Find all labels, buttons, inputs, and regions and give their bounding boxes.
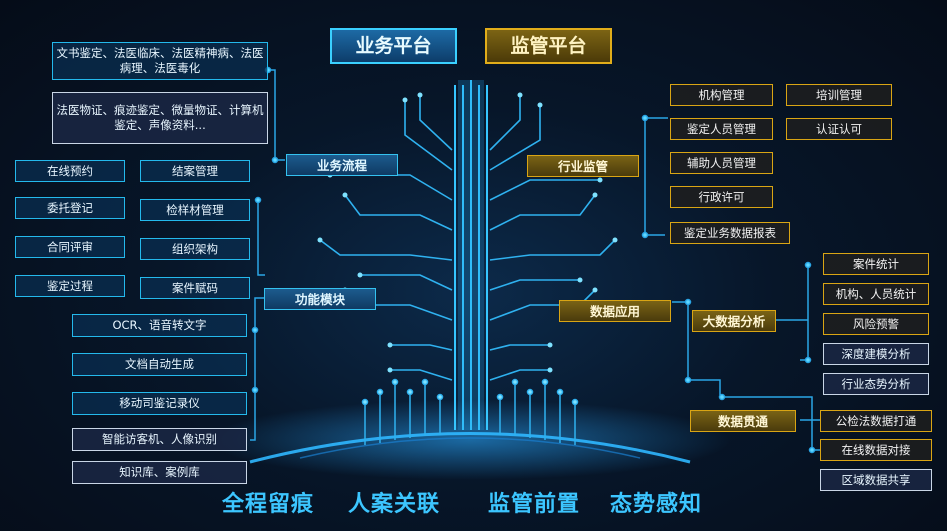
supervision-platform-title: 监管平台	[485, 28, 612, 64]
tree-branches-left	[319, 95, 453, 381]
right-box-industry-side-1: 认证认可	[786, 118, 892, 140]
left-box-func-cyan-0: OCR、语音转文字	[72, 314, 247, 337]
left-box-grid-2: 委托登记	[15, 197, 125, 219]
data-integration-header: 数据贯通	[690, 410, 796, 432]
left-box-grid-0: 在线预约	[15, 160, 125, 182]
big-data-analysis-header: 大数据分析	[692, 310, 776, 332]
right-connectors	[641, 114, 820, 454]
left-box-top-boxes-1: 法医物证、痕迹鉴定、微量物证、计算机鉴定、声像资料...	[52, 92, 268, 144]
slogan-full-trace: 全程留痕	[222, 492, 315, 517]
slogan-case-link: 人案关联	[348, 492, 441, 517]
left-connectors	[250, 66, 285, 441]
slogan-situation-awareness: 态势感知	[610, 492, 703, 517]
left-box-grid-7: 案件赋码	[140, 277, 250, 299]
trunk-core	[458, 80, 484, 430]
left-box-func-cyan-1: 文档自动生成	[72, 353, 247, 376]
industry-supervision-header: 行业监管	[527, 155, 639, 177]
left-box-func-white-1: 知识库、案例库	[72, 461, 247, 484]
left-box-grid-3: 检样材管理	[140, 199, 250, 221]
left-box-top-boxes-0: 文书鉴定、法医临床、法医精神病、法医病理、法医毒化	[52, 42, 268, 80]
business-process-header: 业务流程	[286, 154, 398, 176]
tree-glow	[210, 400, 730, 480]
function-module-header: 功能模块	[264, 288, 376, 310]
left-box-func-white-0: 智能访客机、人像识别	[72, 428, 247, 451]
tree-trunk	[454, 80, 488, 430]
business-platform-title: 业务平台	[330, 28, 457, 64]
left-box-grid-6: 鉴定过程	[15, 275, 125, 297]
right-box-analysis-1: 机构、人员统计	[823, 283, 929, 305]
right-box-industry-side-0: 培训管理	[786, 84, 892, 106]
left-box-grid-4: 合同评审	[15, 236, 125, 258]
left-box-grid-5: 组织架构	[140, 238, 250, 260]
right-box-analysis-2: 风险预警	[823, 313, 929, 335]
slogan-supervision-ahead: 监管前置	[488, 492, 581, 517]
right-box-industry-1: 鉴定人员管理	[670, 118, 773, 140]
right-box-integration-1: 在线数据对接	[820, 439, 932, 461]
left-box-func-cyan-2: 移动司鉴记录仪	[72, 392, 247, 415]
ground-arc-inner	[299, 437, 641, 459]
right-box-industry-2: 辅助人员管理	[670, 152, 773, 174]
tree-branches-right	[489, 95, 616, 381]
root-pins	[361, 378, 579, 445]
right-box-analysis-4: 行业态势分析	[823, 373, 929, 395]
right-box-integration-0: 公检法数据打通	[820, 410, 932, 432]
right-box-integration-2: 区域数据共享	[820, 469, 932, 491]
left-box-grid-1: 结案管理	[140, 160, 250, 182]
right-box-industry-4: 鉴定业务数据报表	[670, 222, 790, 244]
right-box-analysis-3: 深度建模分析	[823, 343, 929, 365]
right-box-analysis-0: 案件统计	[823, 253, 929, 275]
ground-arc	[249, 432, 691, 464]
right-box-industry-3: 行政许可	[670, 186, 773, 208]
right-box-industry-0: 机构管理	[670, 84, 773, 106]
data-application-header: 数据应用	[559, 300, 671, 322]
